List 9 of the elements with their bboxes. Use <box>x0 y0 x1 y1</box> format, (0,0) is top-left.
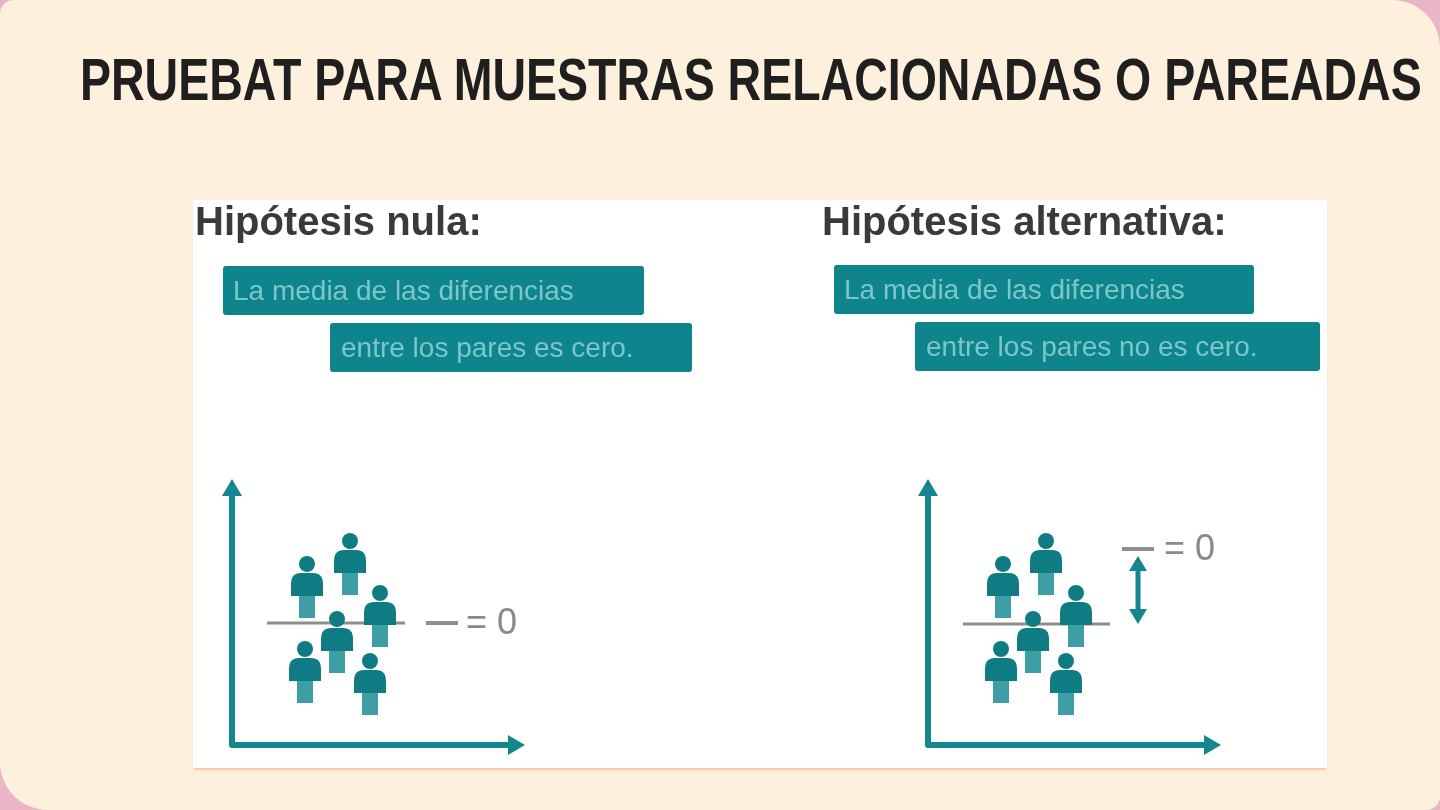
legend-text: = 0 <box>466 602 518 642</box>
section-heading: Hipótesis nula: <box>195 199 482 243</box>
slide-title: PRUEBAT PARA MUESTRAS RELACIONADAS O PAREADAS <box>80 50 1422 110</box>
legend-text: = 0 <box>1164 528 1216 568</box>
section-heading: Hipótesis alternativa: <box>822 199 1227 243</box>
highlighted-text: La media de las diferencias <box>223 266 644 315</box>
highlighted-text: La media de las diferencias <box>834 265 1254 314</box>
highlighted-text: entre los pares es cero. <box>330 323 692 372</box>
highlighted-text: entre los pares no es cero. <box>915 322 1320 371</box>
